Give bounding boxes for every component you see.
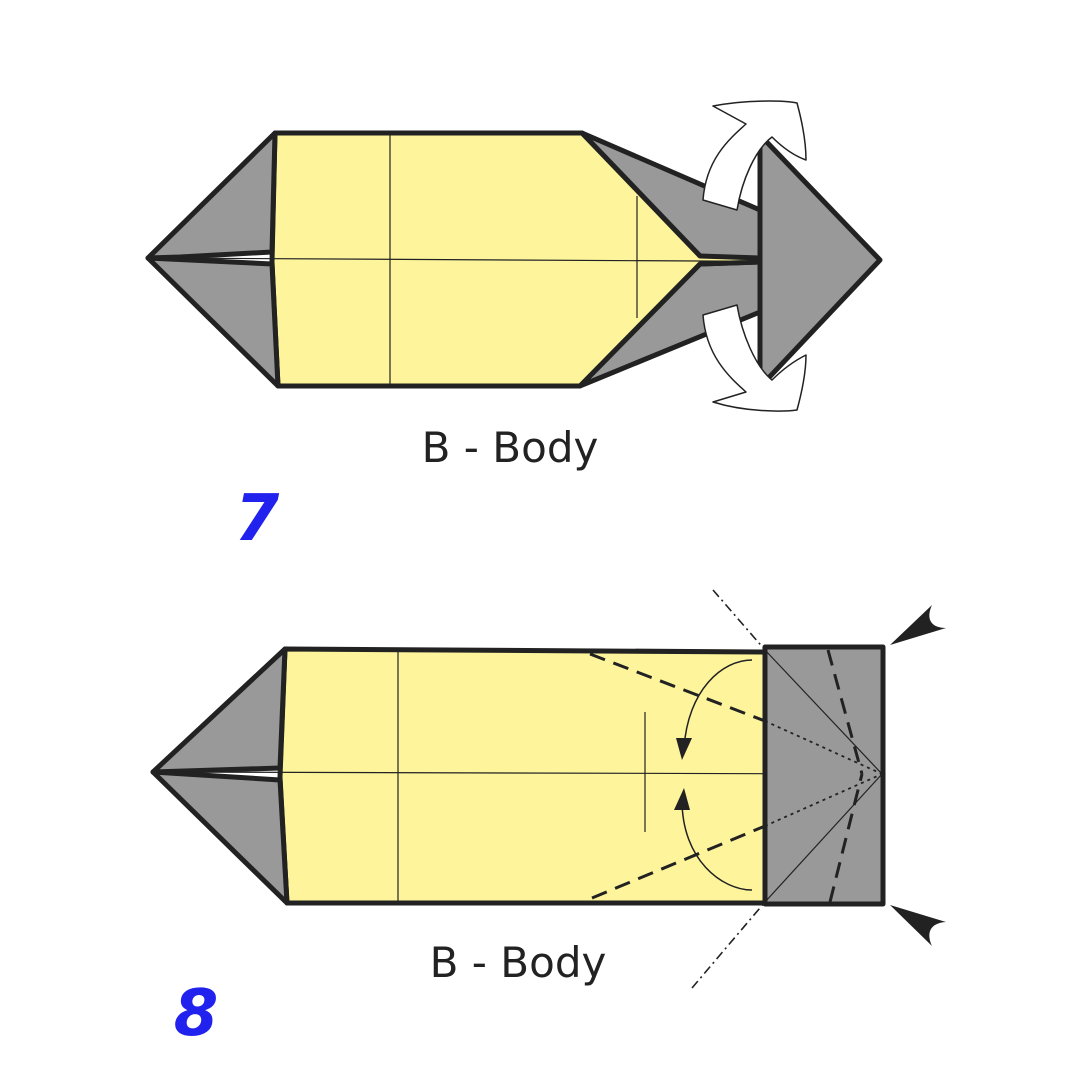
arrowhead-lower xyxy=(674,788,690,810)
arrowhead-upper xyxy=(676,738,692,760)
curved-fold-arrow-upper xyxy=(683,659,753,749)
tip-flap xyxy=(757,132,883,390)
mountain-fold-upper xyxy=(764,720,883,775)
flap-diagonal-upper xyxy=(764,649,883,775)
left-flap-top xyxy=(145,130,278,261)
valley-fold-lower xyxy=(591,824,766,900)
step-7-caption: B - Body xyxy=(422,423,599,472)
step-8-number: 8 xyxy=(174,977,219,1051)
flap-dash-lower xyxy=(828,773,864,903)
swivel-arrow-up xyxy=(702,100,807,211)
step-7-figure: B - Body 7 xyxy=(145,100,883,556)
square-flap xyxy=(762,644,886,907)
flap-diagonal-lower xyxy=(764,773,883,903)
swivel-arrow-down xyxy=(702,304,807,412)
left-flap-bottom xyxy=(145,255,281,389)
body-panel xyxy=(277,646,768,906)
extension-line-top xyxy=(712,589,766,651)
extension-line-bottom xyxy=(691,901,766,989)
mountain-fold-lower xyxy=(764,773,883,827)
curved-fold-arrow-lower xyxy=(681,799,753,891)
valley-fold-upper xyxy=(589,652,766,723)
left-flap-bottom xyxy=(150,769,290,906)
step-7-number: 7 xyxy=(235,482,280,556)
step-8-figure: B - Body 8 xyxy=(150,589,946,1051)
step-8-caption: B - Body xyxy=(430,938,607,987)
push-arrow-top xyxy=(890,605,946,645)
flap-dash-upper xyxy=(826,649,864,775)
center-crease xyxy=(152,771,883,775)
left-flap-top xyxy=(150,646,288,775)
push-arrow-bottom xyxy=(890,905,946,946)
